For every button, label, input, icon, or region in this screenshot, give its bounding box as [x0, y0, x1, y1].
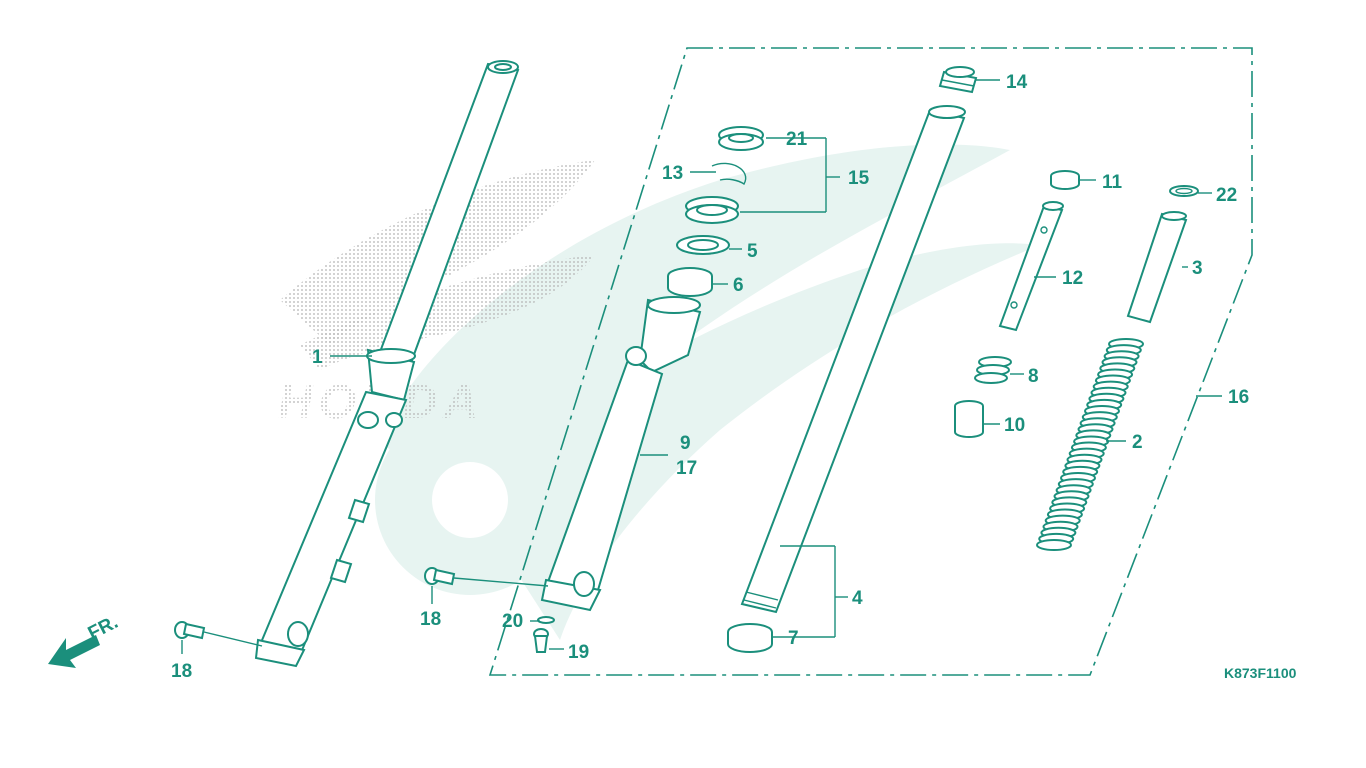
fork-pipe[interactable]	[740, 105, 966, 614]
callout-10[interactable]: 10	[1004, 415, 1025, 436]
sealing-washer[interactable]	[537, 616, 555, 624]
diagram-code: K873F1100	[1224, 665, 1297, 681]
callout-13[interactable]: 13	[662, 163, 683, 184]
callout-14[interactable]: 14	[1006, 72, 1028, 93]
callout-22[interactable]: 22	[1216, 185, 1237, 206]
callout-20[interactable]: 20	[502, 611, 523, 632]
drain-bolt[interactable]	[533, 628, 549, 653]
bottom-case[interactable]	[540, 296, 702, 612]
front-direction-arrow-icon	[48, 635, 100, 668]
fork-seal-set[interactable]	[667, 126, 764, 297]
piston-rod[interactable]	[998, 201, 1064, 332]
fork-spring-coil	[1036, 539, 1072, 551]
callout-18-left[interactable]: 18	[171, 661, 192, 682]
fork-spring[interactable]	[1036, 338, 1144, 551]
collar-ring[interactable]	[1169, 185, 1199, 197]
callout-1[interactable]: 1	[312, 347, 323, 368]
callout-4[interactable]: 4	[852, 588, 863, 609]
rebound-spring[interactable]	[974, 356, 1012, 384]
callout-16[interactable]: 16	[1228, 387, 1249, 408]
callout-5[interactable]: 5	[747, 241, 758, 262]
callout-17[interactable]: 17	[676, 458, 697, 479]
stopper-ring[interactable]	[1050, 170, 1080, 190]
callout-18-center[interactable]: 18	[420, 609, 441, 630]
outer-fork-tube[interactable]	[254, 60, 520, 668]
slide-bushing[interactable]	[727, 623, 773, 653]
front-direction-arrow: FR.	[48, 612, 122, 668]
callout-labels: 1 21 13 15 5 6 14 11 22 12 3 8 10 2 16 9…	[171, 72, 1249, 682]
callout-9[interactable]: 9	[680, 433, 691, 454]
callout-3[interactable]: 3	[1192, 258, 1203, 279]
callout-2[interactable]: 2	[1132, 432, 1143, 453]
callout-7[interactable]: 7	[788, 628, 799, 649]
assembly-boundary	[488, 47, 1253, 676]
socket-bolt-left[interactable]	[174, 621, 206, 640]
callout-19[interactable]: 19	[568, 642, 589, 663]
callout-8[interactable]: 8	[1028, 366, 1039, 387]
callout-15[interactable]: 15	[848, 168, 870, 189]
oil-lock-piece[interactable]	[954, 400, 984, 438]
socket-bolt-center[interactable]	[424, 567, 456, 586]
leader-lines	[181, 79, 1222, 654]
callout-11[interactable]: 11	[1102, 172, 1123, 193]
fork-bolt[interactable]	[938, 66, 978, 94]
callout-21[interactable]: 21	[786, 129, 808, 150]
callout-12[interactable]: 12	[1062, 268, 1083, 289]
callout-6[interactable]: 6	[733, 275, 744, 296]
spring-collar[interactable]	[1126, 211, 1188, 324]
